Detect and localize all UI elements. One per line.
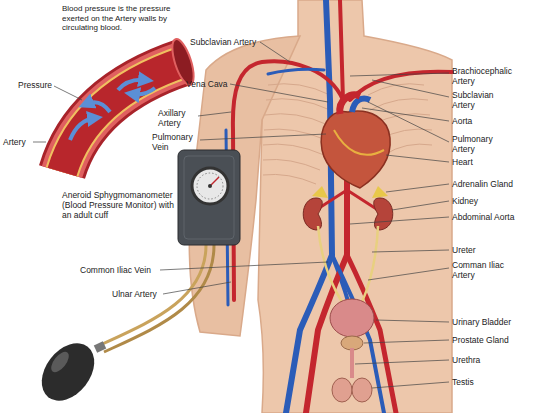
leader-lines: [33, 42, 449, 388]
heart: [321, 95, 390, 188]
part-label: Kidney: [452, 196, 478, 206]
part-label: Brachiocephalic Artery: [452, 66, 518, 86]
part-label: Subclavian Artery: [452, 90, 502, 110]
callout-label: Pressure: [18, 80, 52, 90]
part-label: Testis: [452, 377, 474, 387]
part-label: Heart: [452, 157, 473, 167]
part-label: Common Iliac Vein: [80, 265, 151, 275]
part-label: Urinary Bladder: [452, 317, 511, 327]
part-label: Ureter: [452, 245, 476, 255]
part-label: Axillary Artery: [158, 108, 198, 128]
device-label: Aneroid Sphygmomanometer (Blood Pressure…: [62, 190, 178, 221]
part-label: Subclavian Artery: [190, 37, 256, 47]
part-label: Pulmonary Vein: [152, 132, 200, 152]
artery-tube: [62, 37, 198, 172]
part-label: Adrenalin Gland: [452, 179, 513, 189]
part-label: Prostate Gland: [452, 335, 509, 345]
blood-pressure-monitor: [31, 150, 240, 411]
note-text: Blood pressure is the pressure exerted o…: [62, 4, 188, 33]
part-label: Ulnar Artery: [112, 289, 157, 299]
part-label: Comman Iliac Artery: [452, 260, 512, 280]
callout-label: Artery: [3, 137, 26, 147]
part-label: Aorta: [452, 116, 472, 126]
blood-vessels: [226, 0, 452, 413]
urinary-organs: [303, 186, 393, 402]
part-label: Urethra: [452, 355, 480, 365]
part-label: Abdominal Aorta: [452, 212, 514, 222]
part-label: Vena Cava: [186, 79, 228, 89]
part-label: Pulmonary Artery: [452, 134, 502, 154]
